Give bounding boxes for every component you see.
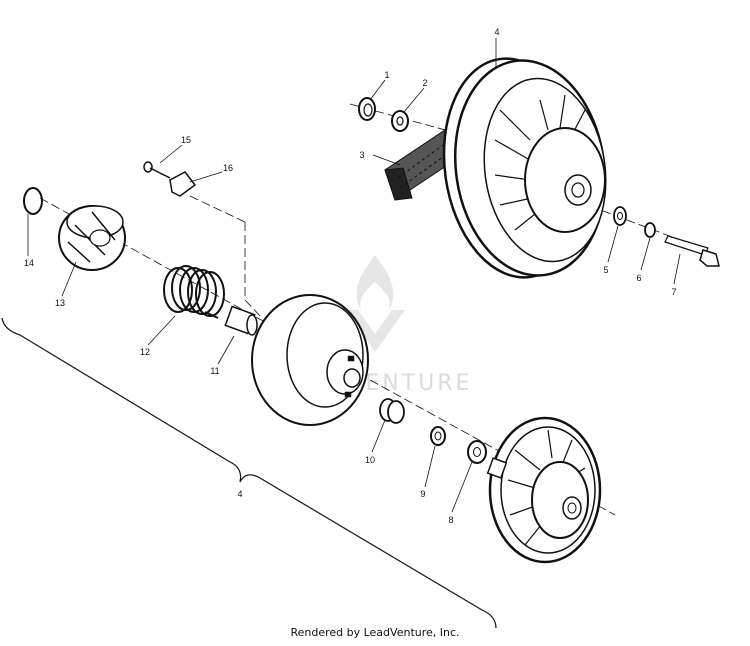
callout-6: 6	[636, 273, 641, 283]
watermark-v-icon	[345, 310, 405, 352]
part-4-driven-clutch-top	[442, 57, 607, 279]
movable-sheave	[251, 294, 369, 426]
part-5-washer	[613, 206, 627, 226]
part-15-screw	[143, 161, 171, 179]
part-8-washer	[467, 440, 487, 464]
callout-16: 16	[223, 163, 233, 173]
callout-4-assembly: 4	[237, 489, 242, 499]
part-13-cam	[58, 205, 126, 271]
callout-2: 2	[422, 78, 427, 88]
callout-9: 9	[420, 489, 425, 499]
footer-credit: Rendered by LeadVenture, Inc.	[290, 626, 460, 639]
callout-5: 5	[603, 265, 608, 275]
callout-10: 10	[365, 455, 375, 465]
callout-15: 15	[181, 135, 191, 145]
callout-labels: 1 2 3 4 5 6 7 8 9 10 11 12 13 14 15 16 4	[24, 27, 677, 525]
assembly-bracket	[1, 317, 497, 629]
part-16-button	[169, 171, 197, 197]
callout-3: 3	[359, 150, 364, 160]
callout-8: 8	[448, 515, 453, 525]
callout-1: 1	[384, 70, 389, 80]
part-1-seal	[358, 97, 376, 121]
fixed-sheave	[486, 416, 602, 564]
part-12-spring	[163, 265, 225, 319]
callout-14: 14	[24, 258, 34, 268]
part-9-washer	[430, 426, 446, 446]
callout-13: 13	[55, 298, 65, 308]
callout-4-top: 4	[494, 27, 499, 37]
part-11-bushing	[224, 305, 258, 336]
callout-11: 11	[210, 366, 219, 376]
part-14-snap-ring	[23, 187, 43, 215]
part-6-lock-washer	[644, 222, 656, 238]
leader-lines	[27, 38, 681, 513]
part-10-bushing	[379, 398, 405, 424]
part-2-washer	[391, 110, 409, 132]
callout-7: 7	[671, 287, 676, 297]
watermark-flame-icon	[356, 255, 394, 312]
callout-12: 12	[140, 347, 150, 357]
part-7-bolt	[664, 235, 720, 267]
